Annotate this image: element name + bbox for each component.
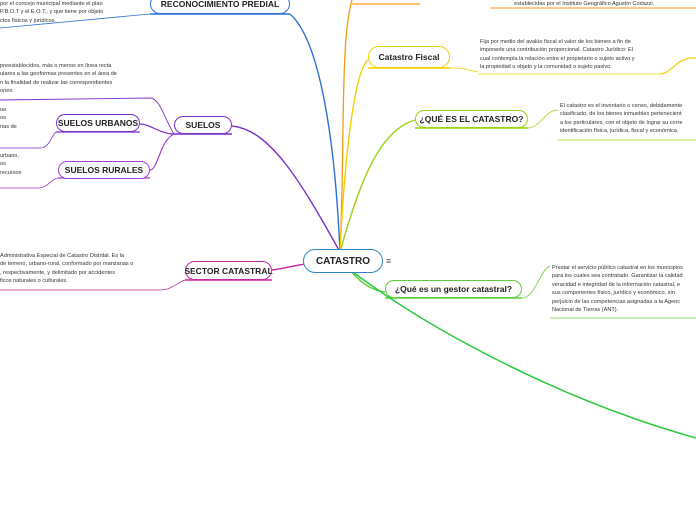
note-gestor-catastral: Prestar el servicio público catastral en… bbox=[552, 265, 683, 314]
node-suelos-urbanos[interactable]: SUELOS URBANOS bbox=[56, 114, 140, 132]
node-label: ¿QUÉ ES EL CATASTRO? bbox=[419, 114, 524, 124]
link-gestor-note bbox=[521, 265, 551, 299]
node-suelos-rurales[interactable]: SUELOS RURALES bbox=[58, 161, 150, 179]
link-rurales bbox=[149, 133, 175, 171]
node-label: SUELOS RURALES bbox=[64, 165, 144, 175]
note-top-right: establecidas por el Instituto Geográfico… bbox=[514, 1, 655, 7]
link-reconocimiento-note bbox=[0, 13, 151, 29]
link-reconocimiento bbox=[289, 13, 341, 253]
node-catastro-fiscal[interactable]: Catastro Fiscal bbox=[368, 46, 450, 68]
note-catastro-fiscal: Fija por medio del avalúo fiscal el valo… bbox=[480, 39, 635, 71]
node-label: ¿Qué es un gestor catastral? bbox=[394, 284, 513, 294]
link-urbanos-note bbox=[0, 131, 57, 149]
node-label: Catastro Fiscal bbox=[378, 52, 440, 62]
root-node[interactable]: CATASTRO bbox=[303, 249, 383, 273]
node-label: RECONOCIMIENTO PREDIAL bbox=[160, 0, 280, 9]
link-top-orange bbox=[339, 0, 353, 253]
note-sector-catastral: Administrativa Especial de Catastro Dist… bbox=[0, 253, 134, 285]
link-suelos-note bbox=[0, 97, 175, 135]
link-urbanos bbox=[139, 123, 175, 135]
menu-icon[interactable]: ≡ bbox=[386, 256, 392, 266]
node-reconocimiento-predial[interactable]: RECONOCIMIENTO PREDIAL bbox=[150, 0, 290, 14]
link-fiscal-right bbox=[659, 57, 696, 75]
node-label: SUELOS bbox=[185, 120, 221, 130]
node-gestor-catastral[interactable]: ¿Qué es un gestor catastral? bbox=[385, 280, 522, 298]
node-label: SECTOR CATASTRAL bbox=[184, 265, 273, 276]
node-label: SUELOS URBANOS bbox=[57, 118, 139, 128]
root-label: CATASTRO bbox=[315, 255, 371, 267]
link-green-sweep bbox=[349, 269, 696, 439]
node-suelos[interactable]: SUELOS bbox=[174, 116, 232, 134]
link-que-es bbox=[339, 119, 416, 253]
node-que-es-catastro[interactable]: ¿QUÉ ES EL CATASTRO? bbox=[415, 110, 528, 128]
note-suelos-urbanos: ue os rias de bbox=[0, 107, 17, 130]
node-sector-catastral[interactable]: SECTOR CATASTRAL bbox=[184, 261, 273, 280]
link-sector-note bbox=[0, 279, 186, 291]
link-rurales-note bbox=[0, 177, 59, 189]
note-suelos-rurales: urbano, os recursos bbox=[0, 153, 22, 176]
link-fiscal bbox=[339, 59, 369, 253]
link-que-es-note bbox=[527, 109, 559, 129]
note-reconocimiento: por el concejo municipal mediante el pla… bbox=[0, 1, 104, 24]
note-que-es-catastro: El catastro es el inventario o censo, de… bbox=[560, 103, 683, 135]
note-suelos: preestablecidos, más o menos en línea re… bbox=[0, 63, 117, 95]
link-fiscal-note bbox=[449, 67, 479, 73]
link-suelos bbox=[231, 125, 341, 253]
